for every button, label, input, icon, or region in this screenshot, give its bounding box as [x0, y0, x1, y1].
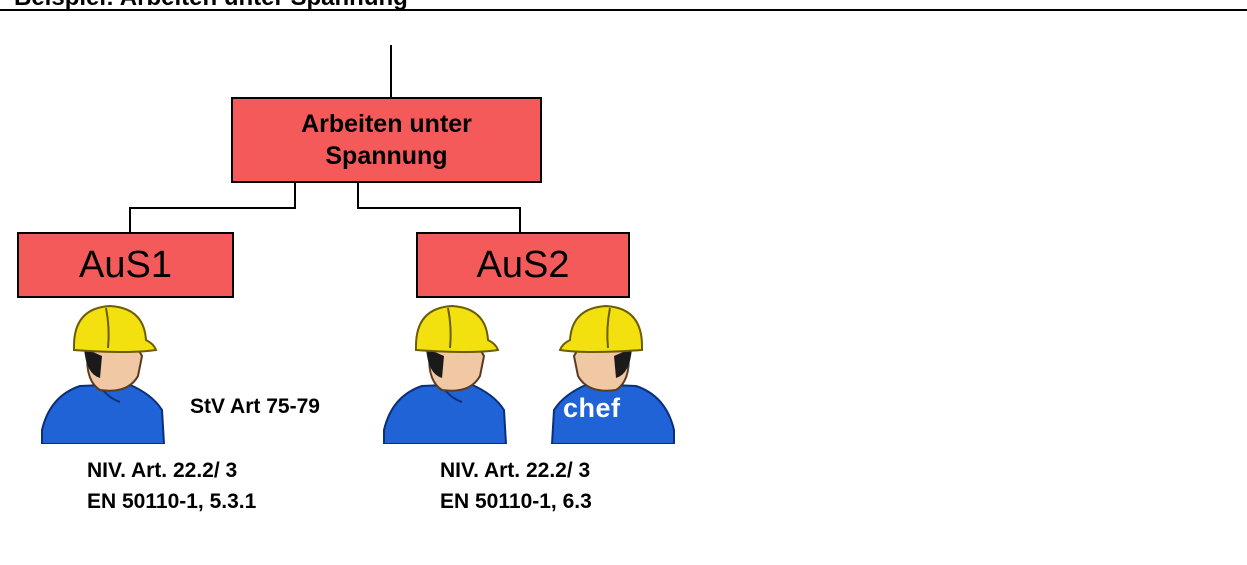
node-aus1: AuS1 [17, 232, 234, 298]
stv-reference: StV Art 75-79 [190, 395, 320, 419]
aus1-niv-reference: NIV. Art. 22.2/ 3 [87, 459, 237, 483]
aus2-en-reference: EN 50110-1, 6.3 [440, 490, 592, 514]
root-node-label-line1: Arbeiten unter [301, 108, 472, 140]
node-aus2-label: AuS2 [477, 244, 570, 287]
aus1-en-reference: EN 50110-1, 5.3.1 [87, 490, 256, 514]
root-node-label-line2: Spannung [301, 140, 472, 172]
worker-icon [40, 298, 170, 444]
chef-label: chef [563, 393, 621, 424]
aus2-niv-reference: NIV. Art. 22.2/ 3 [440, 459, 590, 483]
node-aus1-label: AuS1 [79, 244, 172, 287]
worker-icon [382, 298, 512, 444]
node-aus2: AuS2 [416, 232, 630, 298]
root-node-arbeiten-unter-spannung: Arbeiten unter Spannung [231, 97, 542, 183]
